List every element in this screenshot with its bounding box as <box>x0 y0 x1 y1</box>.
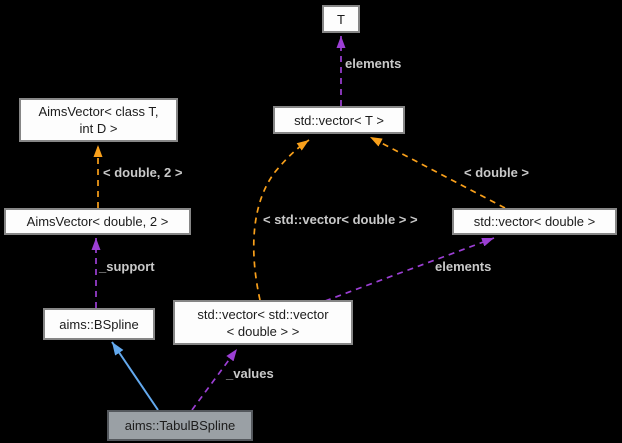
edge-template-vector-vector-double <box>252 139 310 301</box>
node-stdvector-double[interactable]: std::vector< double > <box>452 208 617 235</box>
node-aimsvector-template[interactable]: AimsVector< class T, int D > <box>19 98 178 142</box>
edge-template-double <box>369 136 506 209</box>
node-aimsvector-double2[interactable]: AimsVector< double, 2 > <box>4 208 191 235</box>
edge-values <box>191 348 238 411</box>
node-aimsvector-template-line1: AimsVector< class T, <box>38 104 159 119</box>
edge-label-elements-top: elements <box>345 56 402 71</box>
node-t[interactable]: T <box>322 5 360 33</box>
node-stdvector-double-label: std::vector< double > <box>473 214 596 229</box>
node-bspline[interactable]: aims::BSpline <box>43 308 155 340</box>
edge-inheritance-tabul-to-bspline <box>111 341 159 411</box>
node-bspline-label: aims::BSpline <box>59 316 139 332</box>
node-tabulbspline-label: aims::TabulBSpline <box>124 418 236 433</box>
edge-label-template-double: < double > <box>464 165 530 180</box>
node-tabulbspline-current: aims::TabulBSpline <box>107 410 253 441</box>
node-stdvector-t-label: std::vector< T > <box>294 112 384 128</box>
edge-label-template-double2: < double, 2 > <box>103 165 183 180</box>
edge-label-support: _support <box>99 259 155 274</box>
edge-elements-right <box>324 237 495 302</box>
node-stdvector-vector-double-line1: std::vector< std::vector <box>197 306 329 322</box>
edge-label-values: _values <box>226 366 274 381</box>
node-aimsvector-double2-label: AimsVector< double, 2 > <box>26 214 169 229</box>
node-t-label: T <box>337 11 345 27</box>
node-aimsvector-template-line2: int D > <box>79 121 118 136</box>
node-stdvector-vector-double-line2: < double > > <box>226 323 300 339</box>
edge-label-elements-right: elements <box>435 259 492 274</box>
node-stdvector-t[interactable]: std::vector< T > <box>273 106 405 134</box>
node-stdvector-vector-double[interactable]: std::vector< std::vector < double > > <box>173 300 353 345</box>
edge-label-template-vector-double: < std::vector< double > > <box>263 212 418 227</box>
